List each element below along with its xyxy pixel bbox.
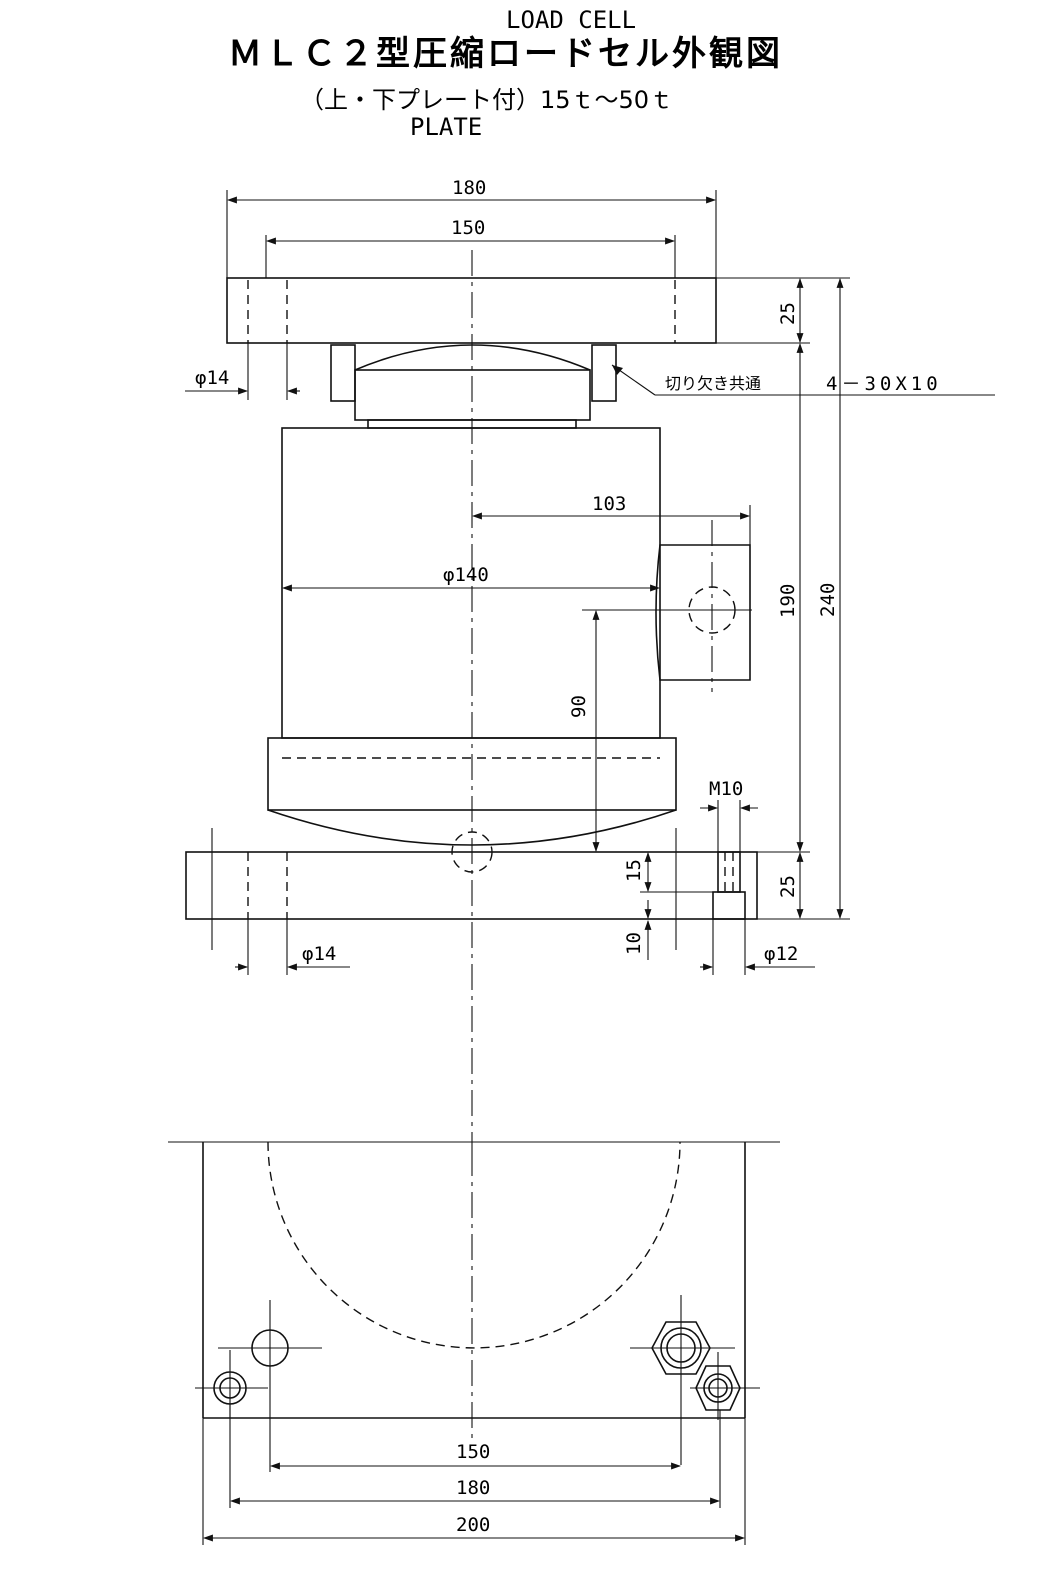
dim-plate-inner: 180 [456, 1477, 490, 1499]
lower-flange [267, 737, 677, 811]
plan-view: 150 180 200 [168, 1141, 780, 1545]
dim-body-dia: φ140 [443, 564, 489, 586]
dim-connector-height: 90 [568, 695, 590, 718]
dim-body-height: 190 [777, 584, 799, 618]
body-outline-hidden [267, 1141, 681, 1349]
dim-counterbore-dia: φ12 [764, 943, 798, 965]
tap-label: M10 [709, 778, 743, 800]
dim-top-hole-pitch: 150 [451, 217, 485, 239]
notch-label: 切り欠き共通 [665, 374, 761, 393]
dim-counterbore-depth: 10 [623, 932, 645, 955]
dim-top-hole-dia: φ14 [195, 367, 229, 389]
dim-bottom-hole-dia: φ14 [302, 943, 336, 965]
dim-top-plate-width: 180 [452, 177, 486, 199]
bottom-plate [185, 851, 758, 920]
notch-spec: 4－30X10 [826, 373, 942, 395]
connector-housing [655, 544, 751, 681]
label-plate: PLATE [410, 113, 482, 141]
dim-bottom-plate-thickness: 25 [777, 875, 799, 898]
drawing-title: ＭＬＣ２型圧縮ロードセル外観図 [228, 34, 783, 74]
dim-plate-width: 200 [456, 1514, 490, 1536]
dim-total-height: 240 [817, 583, 839, 617]
dim-hole-pitch: 150 [456, 1441, 490, 1463]
center-boss [451, 831, 493, 873]
top-plate [226, 277, 717, 344]
dim-tap-depth: 15 [623, 859, 645, 882]
drawing-subtitle: （上・下プレート付）15ｔ～50ｔ [300, 86, 673, 114]
dim-connector-offset: 103 [592, 493, 626, 515]
label-load-cell: LOAD CELL [506, 6, 636, 34]
front-view: 180 150 25 190 25 240 φ14 切り欠き共通 4－30X10 [185, 177, 995, 1150]
top-dome [354, 344, 591, 371]
dim-top-plate-thickness: 25 [777, 302, 799, 325]
